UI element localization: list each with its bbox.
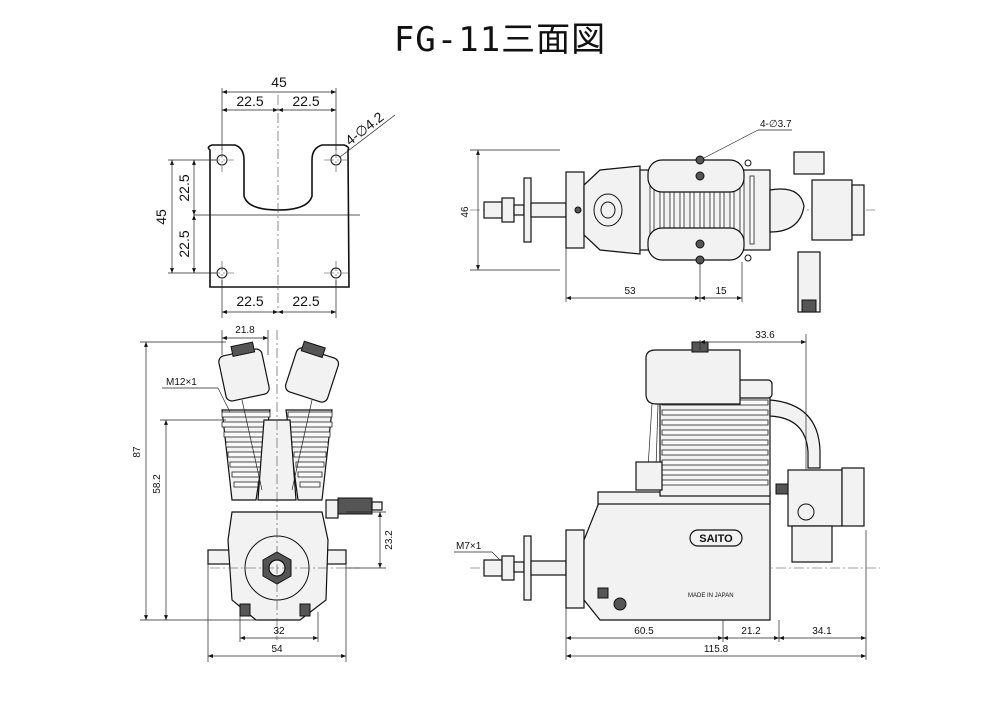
top-carburetor [769,151,865,313]
side-view: SAITO MADE IN JAPAN [454,330,880,660]
side-length-a: 60.5 [634,626,654,637]
front-view: 21.8 87 58.2 M12×1 23.2 32 54 [132,325,395,662]
side-carburetor [775,467,865,563]
prop-shaft [483,171,585,249]
front-rocker-covers [218,340,340,403]
side-length-total: 115.8 [704,644,729,655]
top-holes-note: 4-∅3.7 [760,119,792,130]
mount-holes [210,95,348,310]
side-crankcase: SAITO MADE IN JAPAN [583,491,771,621]
top-length-right: 15 [715,286,727,297]
front-total-width: 54 [271,644,283,655]
mount-height-lower: 22.5 [176,230,192,257]
front-height-total: 87 [132,446,143,458]
side-prop-shaft [483,529,585,609]
side-brand-label: SAITO [699,533,733,545]
side-exhaust-pipe [769,399,821,469]
side-top-offset: 33.6 [755,330,775,341]
side-thread-note: M7×1 [456,541,482,552]
front-needle-valve [325,497,383,519]
top-height: 46 [460,206,471,218]
mount-width-right: 22.5 [292,93,319,109]
mount-bottom-right: 22.5 [292,293,319,309]
side-made-in-label: MADE IN JAPAN [688,593,734,599]
rocker-covers [647,155,752,265]
mount-height-upper: 22.5 [176,174,192,201]
mount-plate-outline [194,144,360,288]
mount-view: 45 22.5 22.5 4-∅4.2 22.5 22.5 45 22.5 22… [153,74,396,318]
front-top-width: 21.8 [235,325,255,336]
front-height-mid: 58.2 [152,474,163,494]
side-length-c: 34.1 [812,626,832,637]
top-length-left: 53 [624,286,636,297]
front-height-low: 23.2 [384,530,395,550]
mount-width-total: 45 [271,74,287,90]
top-view: 46 53 15 4-∅3.7 [460,119,875,313]
mount-height-total: 45 [153,209,169,225]
drawing-title: FG-11三面図 [393,20,607,60]
front-thread-note: M12×1 [166,377,197,388]
side-length-b: 21.2 [741,626,761,637]
front-base-width: 32 [273,626,285,637]
mount-width-left: 22.5 [236,93,263,109]
mount-bottom-left: 22.5 [236,293,263,309]
mount-holes-note: 4-∅4.2 [342,108,387,148]
